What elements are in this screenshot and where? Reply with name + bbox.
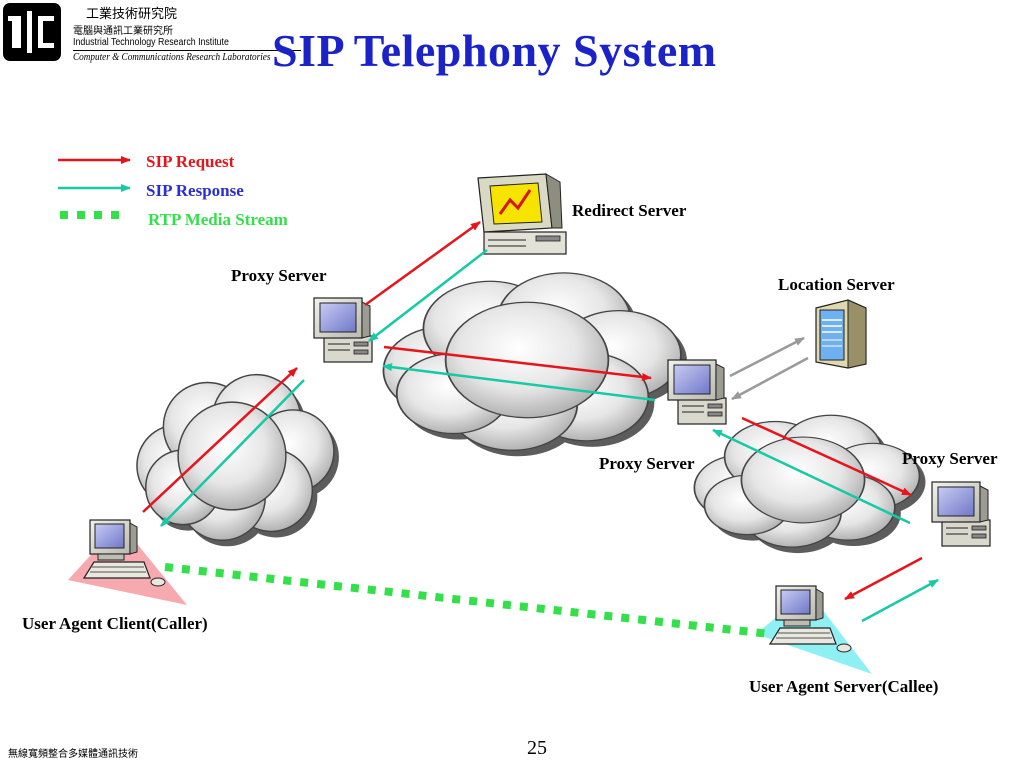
rtp-media-stream: [164, 563, 771, 638]
proxy2-to-location-arrow: [729, 336, 805, 378]
request-proxy1-to-proxy2: [383, 345, 652, 381]
org-name-en: Industrial Technology Research Institute: [73, 37, 229, 48]
response-proxy3-to-proxy2: [712, 428, 911, 525]
request-proxy1-to-redirect: [364, 220, 481, 307]
redirect-server-icon: [477, 173, 567, 255]
proxy-server-3-icon: [931, 481, 991, 547]
redirect-server-label: Redirect Server: [572, 201, 687, 220]
legend-request-label: SIP Request: [146, 152, 235, 171]
response-callee-to-proxy3: [861, 578, 939, 623]
proxy-server-2-label: Proxy Server: [599, 454, 695, 473]
proxy-server-3-label: Proxy Server: [902, 449, 998, 468]
proxy-server-2-icon: [667, 359, 727, 425]
page-number: 25: [527, 737, 547, 759]
location-server-label: Location Server: [778, 275, 895, 294]
network-cloud-right: [693, 414, 926, 554]
footer-course-title: 無線寬頻整合多媒體通訊技術: [8, 749, 138, 760]
request-proxy3-to-callee: [844, 556, 923, 601]
callee-label: User Agent Server(Callee): [749, 677, 939, 696]
location-to-proxy2-arrow: [731, 356, 809, 401]
header-divider: [73, 50, 301, 51]
request-proxy2-to-proxy3: [741, 416, 912, 497]
proxy-server-1-label: Proxy Server: [231, 266, 327, 285]
response-proxy1-to-caller: [160, 379, 305, 527]
request-caller-to-proxy1: [142, 367, 298, 513]
legend-response-label: SIP Response: [146, 181, 244, 200]
caller-label: User Agent Client(Caller): [22, 614, 208, 633]
org-subdivision-zh: 電腦與通訊工業研究所: [73, 26, 173, 37]
itri-logo: [3, 3, 61, 61]
itri-logo-icon: [8, 11, 54, 53]
response-redirect-to-proxy1: [368, 249, 488, 342]
legend-media-label: RTP Media Stream: [148, 210, 288, 229]
page-title: SIP Telephony System: [272, 25, 717, 76]
org-name-zh: 工業技術研究院: [86, 7, 178, 22]
response-proxy2-to-proxy1: [382, 363, 656, 402]
org-lab-en: Computer & Communications Research Labor…: [73, 52, 271, 63]
location-server-icon: [815, 299, 867, 369]
proxy-server-1-icon: [313, 297, 373, 363]
